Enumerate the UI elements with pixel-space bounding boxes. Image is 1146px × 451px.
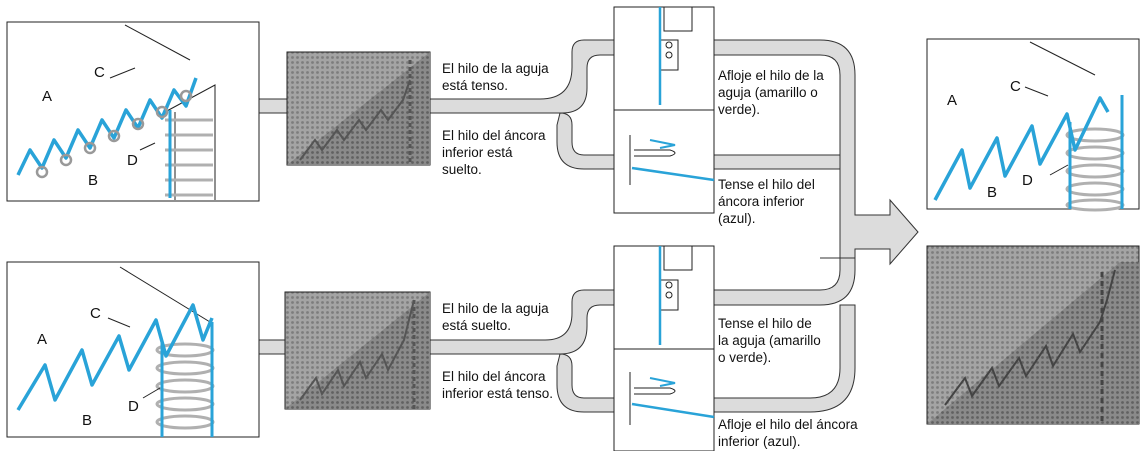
result-label-b: B bbox=[987, 184, 998, 201]
result-label-d: D bbox=[1022, 172, 1033, 189]
row1-stitch-illustration bbox=[6, 21, 260, 202]
result-label-c: C bbox=[1010, 78, 1021, 95]
row1-looper-detail bbox=[613, 109, 715, 214]
row1-condition-needle: El hilo de la aguja está tenso. bbox=[442, 61, 549, 93]
result-stitch-illustration bbox=[926, 38, 1140, 212]
row1-label-c: C bbox=[94, 64, 105, 81]
row1-label-a: A bbox=[42, 88, 53, 105]
row2-looper-detail bbox=[613, 348, 715, 451]
row2-condition-needle: El hilo de la aguja está suelto. bbox=[442, 301, 549, 333]
row2-label-b: B bbox=[82, 412, 93, 429]
row2-action-needle: Tense el hilo de la aguja (amarillo o ve… bbox=[718, 316, 821, 365]
row1-action-needle: Afloje el hilo de la aguja (amarillo o v… bbox=[718, 68, 824, 117]
row2-label-c: C bbox=[90, 305, 101, 322]
row1-needle-detail bbox=[613, 6, 715, 111]
row2-condition-looper: El hilo del áncora inferior está tenso. bbox=[442, 369, 554, 401]
row1-action-looper: Tense el hilo del áncora inferior (azul)… bbox=[718, 177, 815, 226]
row2-action-looper: Afloje el hilo del áncora inferior (azul… bbox=[718, 417, 858, 449]
result-fabric-photo bbox=[926, 245, 1140, 425]
row2-fabric-photo bbox=[284, 291, 431, 410]
row2-label-a: A bbox=[37, 331, 48, 348]
row2-stitch-illustration bbox=[6, 261, 260, 438]
row1-fabric-photo bbox=[286, 51, 431, 166]
row2-needle-detail bbox=[613, 245, 715, 350]
row2-label-d: D bbox=[128, 398, 139, 415]
row1-label-d: D bbox=[127, 152, 138, 169]
result-label-a: A bbox=[947, 92, 958, 109]
row1-label-b: B bbox=[88, 172, 99, 189]
row1-condition-looper: El hilo del áncora inferior está suelto. bbox=[442, 128, 546, 177]
